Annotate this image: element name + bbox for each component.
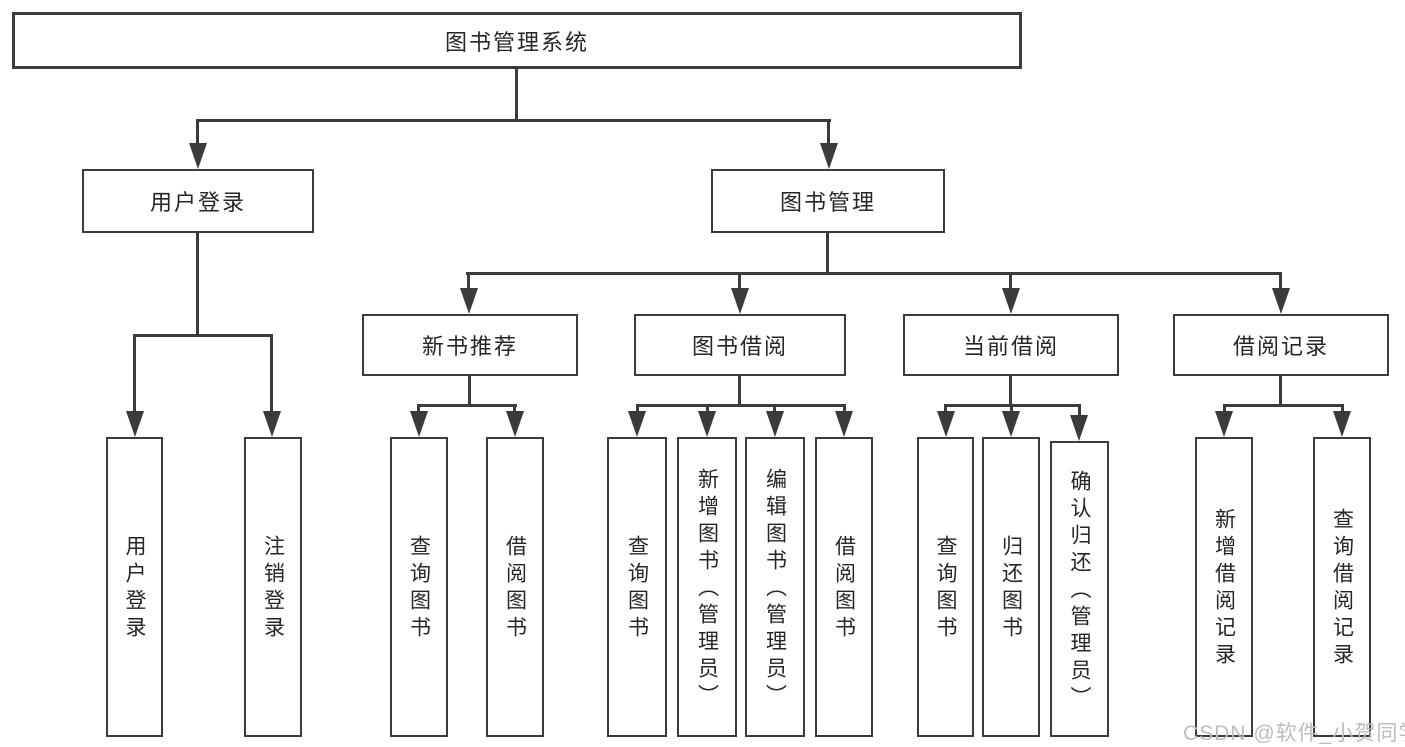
connector-stub — [773, 404, 776, 416]
leaf-add-books-admin: 新增图书（管理员） — [677, 437, 737, 737]
arrowhead-leaf-icon — [1002, 411, 1020, 437]
leaf-add-borrow-record: 新增借阅记录 — [1195, 437, 1253, 737]
connector-borrow-bar — [636, 404, 846, 407]
connector-drop-records — [1279, 272, 1282, 292]
node-book-borrow: 图书借阅 — [634, 314, 846, 376]
arrowhead-leaf-icon — [835, 411, 853, 437]
leaf-query-books-2: 查询图书 — [607, 437, 667, 737]
connector-records-stem — [1279, 376, 1282, 407]
connector-stub — [706, 404, 709, 416]
connector-drop-login — [133, 334, 136, 414]
connector-stub — [1010, 404, 1013, 416]
arrowhead-leaf-icon — [410, 411, 428, 437]
node-current-borrow: 当前借阅 — [903, 314, 1119, 376]
leaf-query-books-1: 查询图书 — [390, 437, 448, 737]
connector-user-login-stem — [196, 233, 199, 337]
arrowhead-current-icon — [1002, 288, 1020, 314]
arrowhead-leaf-icon — [1333, 411, 1351, 437]
connector-drop-new-book — [467, 272, 470, 292]
arrowhead-borrow-icon — [731, 288, 749, 314]
leaf-confirm-return-admin: 确认归还（管理员） — [1050, 441, 1109, 737]
connector-book-mgmt-bar — [466, 272, 1282, 275]
connector-stub — [513, 404, 516, 416]
arrowhead-leaf-icon — [937, 411, 955, 437]
arrowhead-logout-icon — [263, 411, 281, 437]
connector-drop-user-login — [196, 119, 199, 147]
connector-stub — [1223, 404, 1226, 416]
connector-root-bar — [196, 119, 831, 122]
csdn-watermark: CSDN @软件_小贺同学 — [1183, 722, 1405, 745]
arrowhead-records-icon — [1272, 288, 1290, 314]
node-borrow-records: 借阅记录 — [1173, 314, 1389, 376]
arrowhead-book-mgmt-icon — [820, 143, 838, 169]
arrowhead-leaf-icon — [1070, 415, 1088, 441]
node-new-book-rec: 新书推荐 — [362, 314, 578, 376]
connector-stub — [944, 404, 947, 416]
connector-drop-logout — [270, 334, 273, 414]
leaf-borrow-books-2: 借阅图书 — [815, 437, 873, 737]
node-book-mgmt: 图书管理 — [711, 169, 945, 233]
leaf-return-books: 归还图书 — [982, 437, 1040, 737]
arrowhead-leaf-icon — [628, 411, 646, 437]
connector-stub — [1078, 404, 1081, 416]
connector-book-mgmt-stem — [826, 233, 829, 274]
connector-stub — [417, 404, 420, 416]
connector-new-book-bar — [417, 404, 517, 407]
arrowhead-leaf-icon — [1215, 411, 1233, 437]
connector-stub — [1341, 404, 1344, 416]
arrowhead-leaf-icon — [698, 411, 716, 437]
connector-user-login-bar — [133, 334, 273, 337]
connector-current-stem — [1009, 376, 1012, 407]
arrowhead-leaf-icon — [766, 411, 784, 437]
leaf-edit-books-admin: 编辑图书（管理员） — [745, 437, 805, 737]
arrowhead-new-book-icon — [460, 288, 478, 314]
connector-new-book-stem — [468, 376, 471, 407]
leaf-borrow-books-1: 借阅图书 — [486, 437, 544, 737]
node-user-login: 用户登录 — [82, 169, 314, 233]
leaf-query-borrow-record: 查询借阅记录 — [1313, 437, 1371, 737]
connector-root-stem — [515, 69, 518, 120]
arrowhead-leaf-icon — [506, 411, 524, 437]
connector-drop-borrow — [738, 272, 741, 292]
connector-borrow-stem — [738, 376, 741, 407]
leaf-logout: 注销登录 — [244, 437, 302, 737]
arrowhead-user-login-icon — [189, 143, 207, 169]
arrowhead-login-icon — [126, 411, 144, 437]
connector-drop-book-mgmt — [827, 119, 830, 147]
connector-stub — [636, 404, 639, 416]
connector-records-bar — [1223, 404, 1344, 407]
leaf-user-login: 用户登录 — [106, 437, 163, 737]
node-root: 图书管理系统 — [12, 12, 1022, 69]
connector-stub — [843, 404, 846, 416]
leaf-query-books-3: 查询图书 — [917, 437, 974, 737]
connector-drop-current — [1009, 272, 1012, 292]
